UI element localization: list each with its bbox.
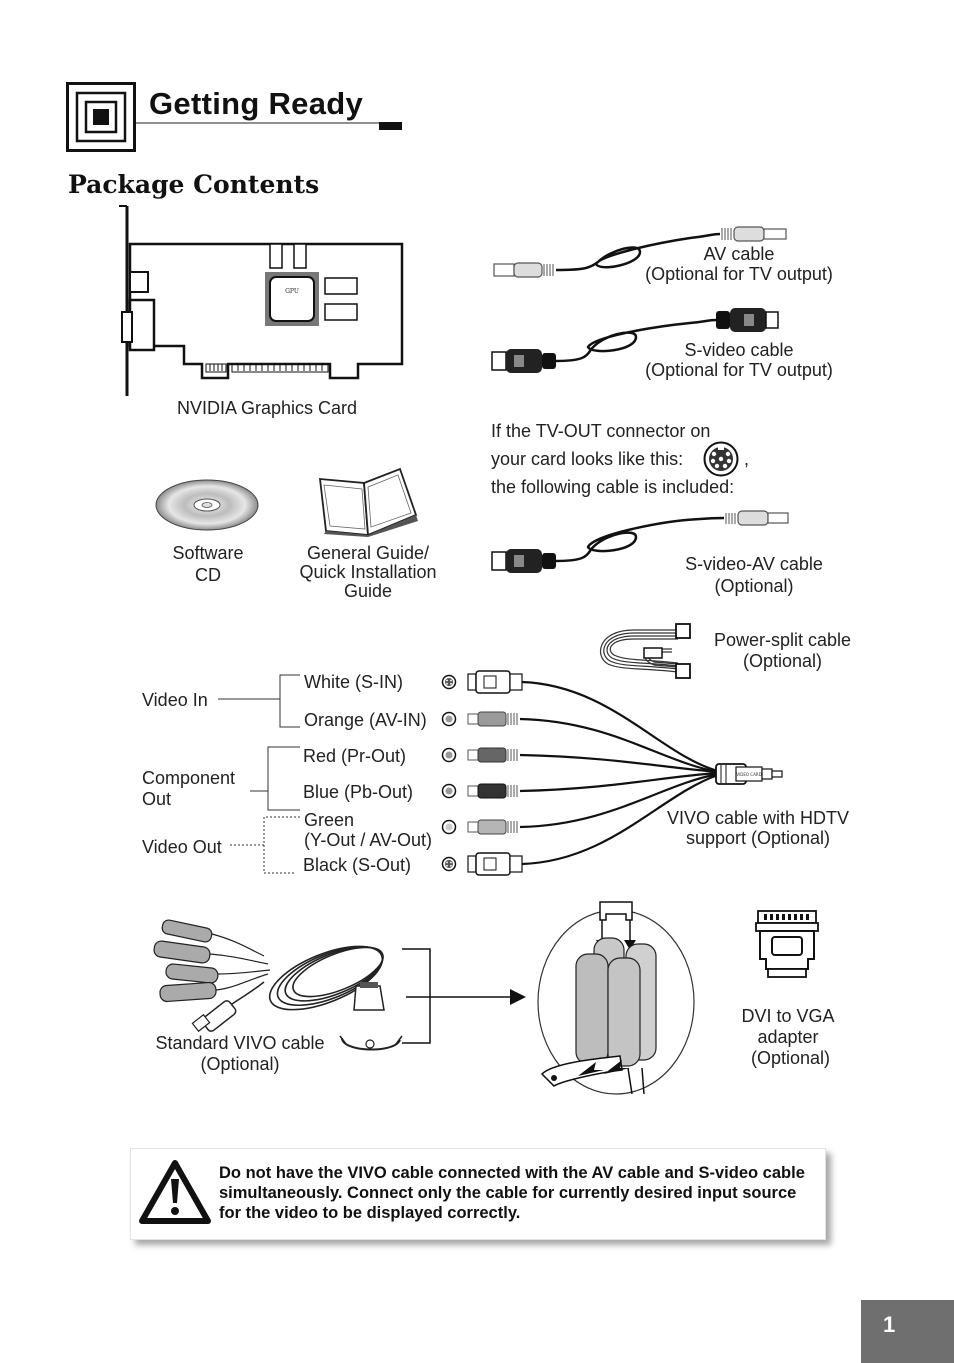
guide-line3: Guide (343, 581, 393, 601)
connector-green-line2: (Y-Out / AV-Out) (304, 830, 433, 850)
page-title: Getting Ready (149, 86, 364, 121)
standard-vivo-name: Standard VIVO cable (155, 1033, 325, 1053)
svideo-cable-note: (Optional for TV output) (645, 360, 833, 380)
vivo-cable-label: VIVO cable with HDTV support (Optional) (653, 808, 863, 848)
power-split-cable-image (599, 623, 691, 679)
tvout-note-line2: your card looks like this: (491, 449, 684, 469)
connector-white-label: White (S-IN) (304, 672, 403, 692)
tvout-note-comma: , (744, 449, 750, 469)
vivo-cable-name: VIVO cable with HDTV (666, 808, 850, 828)
svideo-port-icon (703, 441, 739, 477)
connector-green-line1: Green (304, 810, 355, 830)
video-out-label: Video Out (142, 837, 222, 857)
dvi-vga-adapter-image (755, 910, 819, 978)
vivo-cable-diagram: VIDEO CARD (218, 670, 783, 876)
warning-box: Do not have the VIVO cable connected wit… (130, 1148, 826, 1240)
software-cd-line1: Software (172, 543, 244, 563)
svideo-cable-name: S-video cable (684, 340, 794, 360)
dvi-vga-label: DVI to VGA adapter (Optional) (728, 1006, 848, 1069)
standard-vivo-cable-image (153, 919, 403, 1051)
warning-text: Do not have the VIVO cable connected wit… (219, 1164, 805, 1222)
page-number: 1 (883, 1312, 896, 1337)
vivo-plug-label: VIDEO CARD (736, 772, 761, 777)
connector-orange-label: Orange (AV-IN) (304, 710, 427, 730)
assembly-detail-image (537, 901, 695, 1095)
connector-green-label: Green (Y-Out / AV-Out) (304, 810, 432, 850)
component-out-line1: Component (142, 768, 236, 788)
svideo-av-cable-note: (Optional) (714, 576, 794, 596)
svideo-av-cable-name: S-video-AV cable (685, 554, 823, 574)
tvout-note-line3: the following cable is included: (491, 477, 735, 497)
software-cd-label: Software CD (158, 543, 258, 585)
power-split-label: Power-split cable (Optional) (700, 630, 865, 672)
av-cable-name: AV cable (703, 244, 775, 264)
component-out-line2: Out (142, 789, 172, 809)
guide-line1: General Guide/ (306, 543, 430, 563)
graphics-card-image: GPU (119, 205, 404, 396)
component-out-label: Component Out (142, 768, 235, 810)
dvi-vga-line1: DVI to VGA (741, 1006, 835, 1026)
connector-symbols (441, 674, 457, 872)
connector-blue-label: Blue (Pb-Out) (303, 782, 414, 802)
standard-vivo-note: (Optional) (200, 1054, 280, 1074)
connector-black-label: Black (S-Out) (303, 855, 412, 875)
chapter-icon (66, 82, 136, 152)
svideo-av-cable-label: S-video-AV cable (Optional) (664, 553, 844, 597)
graphics-card-label: NVIDIA Graphics Card (177, 398, 358, 418)
connector-red-label: Red (Pr-Out) (303, 746, 407, 766)
svideo-av-cable-image (491, 510, 789, 573)
vivo-cable-note: support (Optional) (685, 828, 831, 848)
power-split-note: (Optional) (742, 651, 823, 671)
gpu-chip-label: GPU (285, 288, 299, 295)
section-title: Package Contents (68, 170, 320, 199)
guide-book-image (318, 467, 418, 537)
guide-label: General Guide/ Quick Installation Guide (283, 544, 453, 601)
svideo-cable-label: S-video cable (Optional for TV output) (634, 340, 844, 380)
dvi-vga-line2: adapter (757, 1027, 819, 1047)
power-split-name: Power-split cable (713, 630, 852, 650)
warning-triangle-icon (139, 1160, 211, 1224)
standard-vivo-label: Standard VIVO cable (Optional) (140, 1033, 340, 1075)
guide-line2: Quick Installation (299, 562, 437, 582)
page-number-tab: 1 (861, 1300, 954, 1363)
software-cd-image (155, 479, 259, 531)
av-cable-note: (Optional for TV output) (645, 264, 833, 284)
tvout-note-line1: If the TV-OUT connector on (491, 421, 711, 441)
software-cd-line2: CD (195, 565, 221, 585)
vivo-plugs (467, 670, 523, 876)
av-cable-image (493, 226, 787, 278)
title-underline (136, 122, 402, 130)
video-in-label: Video In (142, 690, 208, 710)
svideo-cable-image (491, 308, 779, 373)
av-cable-label: AV cable (Optional for TV output) (634, 244, 844, 284)
assembly-arrow (402, 948, 526, 1044)
dvi-vga-line3: (Optional) (750, 1048, 831, 1068)
